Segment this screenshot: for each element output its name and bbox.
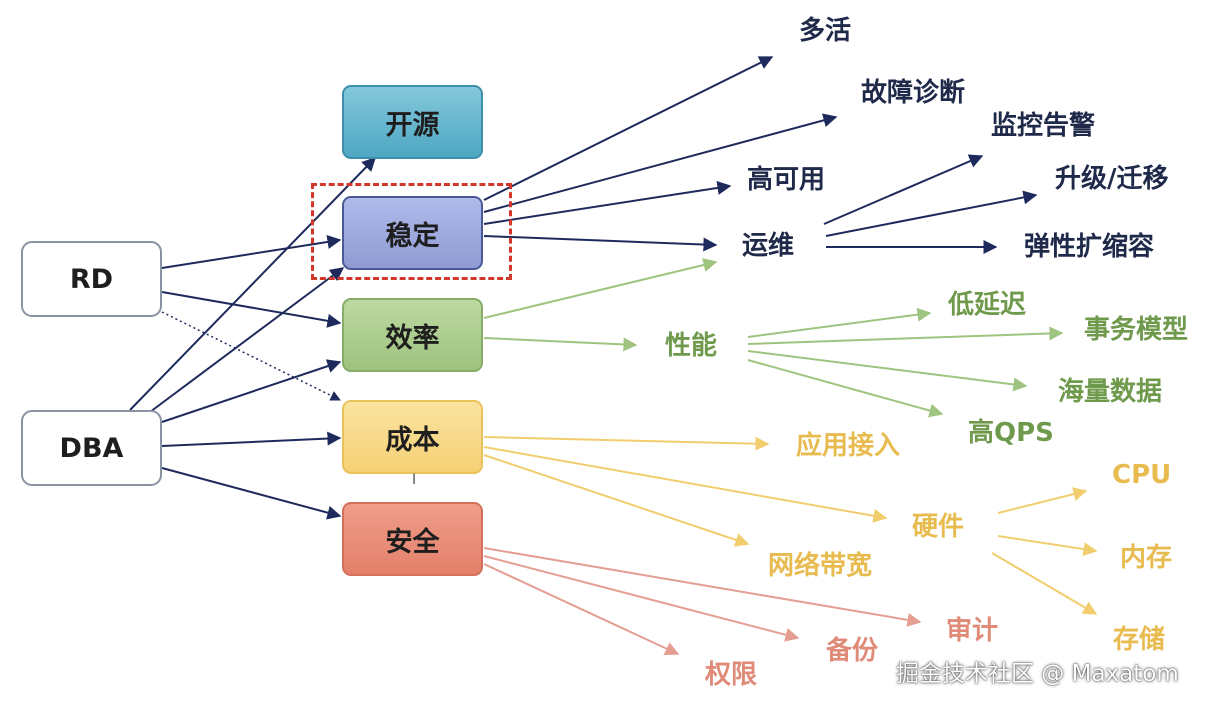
edge-stability-fault-diagnosis: [483, 113, 838, 213]
pillar-security-label: 安全: [385, 526, 440, 558]
label-permissions: 权限: [705, 660, 758, 690]
actor-dba: DBA: [21, 410, 162, 486]
label-high-qps: 高QPS: [968, 418, 1054, 448]
edge-ops-monitoring: [823, 154, 984, 225]
pillar-efficiency-label: 效率: [385, 322, 440, 354]
label-app-access: 应用接入: [796, 431, 901, 461]
actor-rd-label: RD: [69, 263, 114, 295]
watermark: 掘金技术社区 @ Maxatom: [896, 661, 1179, 687]
pillar-stability-label: 稳定: [385, 220, 440, 252]
edge-stability-ops: [483, 235, 718, 252]
edge-cost-network: [483, 454, 750, 547]
edge-dba-security: [161, 467, 342, 520]
pillar-security: 安全: [342, 502, 483, 576]
edge-performance-transaction: [747, 326, 1064, 345]
label-multi-active: 多活: [799, 16, 852, 46]
edge-performance-low-latency: [747, 307, 932, 338]
edge-hardware-storage: [991, 552, 1098, 615]
label-upgrade-migration: 升级/迁移: [1055, 164, 1169, 194]
edge-cost-app-access: [483, 436, 770, 451]
label-hardware: 硬件: [912, 512, 965, 542]
label-cpu: CPU: [1112, 460, 1172, 490]
edge-dba-cost: [161, 431, 342, 447]
edge-stability-high-availability: [483, 181, 732, 225]
label-performance: 性能: [665, 331, 718, 361]
edge-rd-efficiency: [161, 291, 342, 328]
label-elastic-scaling: 弹性扩缩容: [1024, 232, 1155, 262]
label-memory: 内存: [1120, 543, 1173, 573]
actor-rd: RD: [21, 241, 162, 317]
actor-dba-label: DBA: [59, 432, 124, 464]
edge-ops-upgrade: [825, 190, 1038, 237]
pillar-stability: 稳定: [342, 196, 483, 270]
edge-hardware-cpu: [997, 487, 1088, 514]
edge-cost-hardware: [483, 446, 888, 523]
edge-stability-multi-active: [483, 56, 774, 201]
label-transaction-model: 事务模型: [1084, 315, 1189, 345]
label-ops: 运维: [742, 231, 795, 261]
edge-dba-open-source: [129, 156, 376, 411]
edge-performance-massive-data: [747, 350, 1028, 392]
edge-security-backup: [483, 555, 800, 642]
label-storage: 存储: [1113, 625, 1166, 655]
edge-efficiency-ops: [483, 258, 718, 319]
text-cursor-icon: I: [412, 472, 417, 488]
edge-rd-cost-dotted: [161, 311, 341, 401]
edge-dba-stability: [149, 267, 345, 413]
label-high-availability: 高可用: [747, 165, 826, 195]
label-network-bandwidth: 网络带宽: [768, 551, 873, 581]
label-fault-diagnosis: 故障诊断: [861, 78, 966, 108]
label-massive-data: 海量数据: [1058, 377, 1163, 407]
pillar-efficiency: 效率: [342, 298, 483, 372]
pillar-open-source: 开源: [342, 85, 483, 159]
edge-hardware-memory: [997, 535, 1098, 557]
label-low-latency: 低延迟: [948, 290, 1027, 320]
pillar-open-source-label: 开源: [385, 109, 440, 141]
stability-highlight-frame: [311, 183, 512, 280]
edge-performance-high-qps: [747, 359, 944, 418]
label-audit: 审计: [946, 616, 999, 646]
edge-efficiency-performance: [483, 337, 638, 352]
edge-security-audit: [483, 547, 922, 627]
pillar-cost: 成本: [342, 400, 483, 474]
edge-rd-stability: [161, 235, 342, 269]
edge-security-permissions: [483, 563, 680, 656]
edge-dba-efficiency: [161, 359, 342, 423]
label-backup: 备份: [826, 636, 879, 666]
label-monitoring-alerts: 监控告警: [991, 111, 1096, 141]
pillar-cost-label: 成本: [385, 424, 440, 456]
